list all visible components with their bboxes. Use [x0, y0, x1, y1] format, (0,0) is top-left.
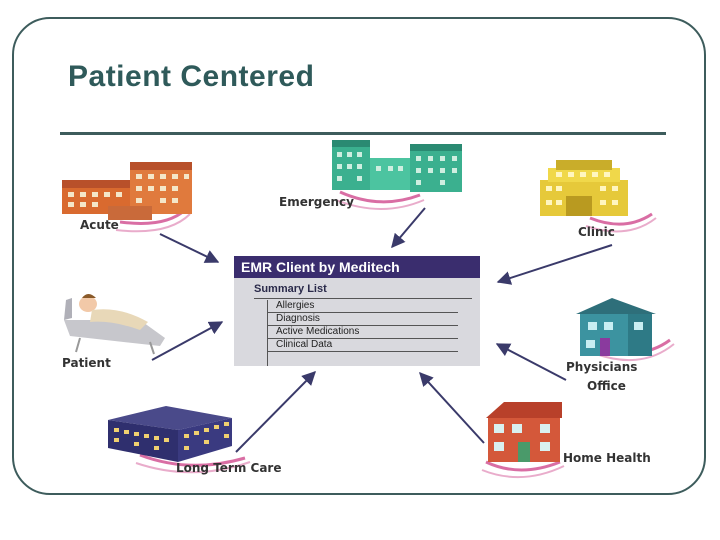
- arrow-clinic: [496, 244, 613, 285]
- emr-summary-rule: [254, 298, 472, 299]
- acute-hospital-icon: [62, 162, 192, 233]
- label-long-term-care: Long Term Care: [176, 461, 282, 475]
- arrow-home-health: [419, 371, 485, 444]
- physicians-office-icon: [576, 298, 675, 362]
- label-acute: Acute: [80, 218, 119, 232]
- home-health-house-icon: [481, 402, 565, 479]
- title-divider: [60, 132, 666, 135]
- clinic-building-icon: [540, 160, 657, 233]
- arrow-physicians: [495, 343, 567, 381]
- list-item: Diagnosis: [268, 313, 458, 326]
- emr-summary-list: Allergies Diagnosis Active Medications C…: [267, 300, 458, 352]
- label-emergency: Emergency: [279, 195, 354, 209]
- arrow-acute: [159, 233, 220, 263]
- emergency-building-icon: [332, 140, 462, 210]
- list-item: Active Medications: [268, 326, 458, 339]
- long-term-care-building-icon: [108, 406, 251, 474]
- arrow-patient: [151, 321, 224, 361]
- label-home-health: Home Health: [563, 451, 651, 465]
- list-item: Clinical Data: [268, 339, 458, 352]
- emr-list-tail: [267, 348, 268, 366]
- arrow-long-term-care: [235, 371, 316, 453]
- label-patient: Patient: [62, 356, 111, 370]
- list-item: Allergies: [268, 300, 458, 313]
- patient-stretcher-icon: [64, 294, 165, 355]
- label-physicians-line2: Office: [587, 379, 626, 393]
- label-clinic: Clinic: [578, 225, 615, 239]
- arrow-emergency: [391, 207, 426, 249]
- emr-panel-header: EMR Client by Meditech: [234, 256, 480, 278]
- slide-title: Patient Centered: [68, 60, 315, 93]
- emr-summary-panel: EMR Client by Meditech Summary List Alle…: [234, 256, 480, 366]
- label-physicians-line1: Physicians: [566, 360, 637, 374]
- emr-summary-label: Summary List: [254, 283, 327, 295]
